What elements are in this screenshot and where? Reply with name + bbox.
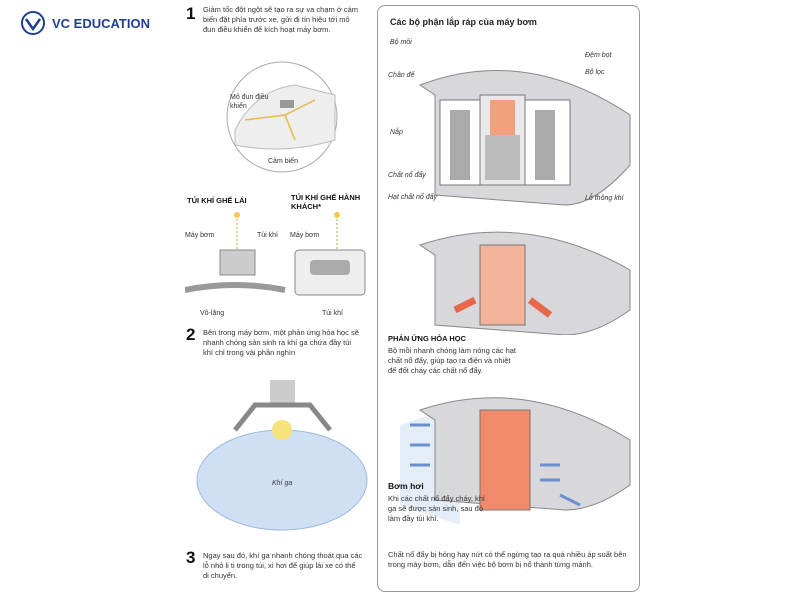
filter-label: Bộ lọc	[585, 69, 605, 76]
car-illustration	[226, 61, 338, 173]
step-3-number: 3	[186, 548, 196, 567]
step-3-text: Ngay sau đó, khí ga nhanh chóng thoát qu…	[203, 551, 363, 580]
driver-pump-label: Máy bơm	[185, 232, 215, 239]
step-1-text: Giảm tốc đột ngột sẽ tạo ra sự va chạm ở…	[203, 5, 359, 34]
passenger-pump-label: Máy bơm	[290, 232, 320, 239]
passenger-airbag-title: TÚI KHÍ GHẾ HÀNH KHÁCH*	[291, 193, 361, 211]
reaction-text: Bộ mồi nhanh chóng làm nóng các hạt chất…	[388, 346, 517, 375]
step-2-text: Bên trong máy bơm, một phản ứng hóa học …	[203, 328, 359, 357]
base-label: Chân đế	[388, 72, 415, 79]
sensor-label: Cảm biến	[268, 158, 298, 165]
cap-label: Nắp	[390, 129, 403, 136]
wheel-label: Vô-lăng	[200, 310, 225, 317]
airbag-modules-illustration	[185, 212, 366, 296]
logo-text: VC EDUCATION	[52, 15, 150, 31]
reaction-illustration	[418, 231, 631, 335]
pellets-label: Hạt chất nổ đẩy	[388, 194, 438, 201]
logo: VC EDUCATION	[20, 10, 150, 36]
igniter-label: Bộ mồi	[390, 39, 412, 46]
inflated-airbag-illustration	[196, 380, 368, 531]
inflate-text: Khi các chất nổ đẩy cháy, khí ga sẽ được…	[388, 494, 485, 523]
propellant-label: Chất nổ đẩy	[388, 172, 426, 179]
inflation-illustration	[400, 397, 631, 525]
vent-label: Lỗ thông khí	[585, 195, 624, 202]
foam-label: Đệm bọt	[585, 52, 612, 59]
step-2-number: 2	[186, 325, 196, 344]
panel-title: Các bộ phận lắp ráp của máy bơm	[390, 17, 537, 27]
driver-airbag-title: TÚI KHÍ GHẾ LÁI	[187, 196, 247, 205]
inflate-title: Bơm hơi	[388, 481, 424, 491]
pump-cross-section	[418, 69, 631, 206]
passenger-bag-label: Túi khí	[322, 310, 344, 317]
reaction-title: PHẢN ỨNG HÓA HỌC	[388, 334, 467, 343]
driver-bag-label: Túi khí	[257, 232, 279, 239]
step-1-number: 1	[186, 4, 196, 23]
gas-label: Khí ga	[272, 480, 293, 487]
module-label: Mô đun điều khiển	[230, 94, 269, 110]
logo-icon	[21, 11, 45, 35]
panel-note: Chất nổ đẩy bị hỏng hay nứt có thể ngừng…	[388, 550, 627, 569]
pump-components-panel	[377, 5, 640, 592]
